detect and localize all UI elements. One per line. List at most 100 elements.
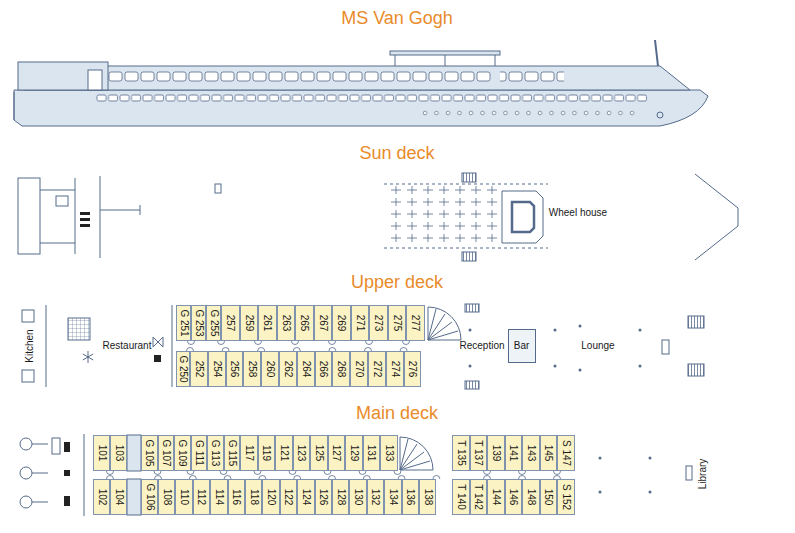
cabin: 270 [350,351,368,387]
cabin-number: 141 [508,445,518,462]
cabin-number: 104 [114,489,124,506]
door-arc [554,471,561,475]
cabin-number: 268 [336,361,346,378]
cabin: 118 [245,479,262,515]
cabin: S 147 [557,435,575,471]
cabin: 127 [328,435,346,471]
cabin: 110 [175,479,192,515]
door-arc [324,471,331,475]
cabin: 128 [332,479,349,515]
cabin: 268 [332,351,350,387]
cabin: 121 [275,435,293,471]
cabin-number: 122 [283,489,293,506]
cabin-number: 264 [301,361,311,378]
cabin-number: 269 [336,315,346,332]
cabin: G 109 [174,435,191,471]
room-label: Lounge [581,341,614,351]
cabin-number: 118 [249,489,259,505]
cabin-number: 143 [526,445,536,462]
room-label: Bar [514,341,530,351]
cabin: 150 [540,479,558,515]
cabin-number: 121 [279,445,289,462]
cabin: G 105 [141,435,158,471]
cabin-number: 116 [231,489,241,505]
cabin-number: 114 [214,489,224,505]
cabin: 275 [388,305,407,341]
cabin: 131 [363,435,381,471]
cabin-number: 128 [336,489,346,506]
cabin: 116 [228,479,245,515]
cabin-number: T 140 [456,484,466,509]
deck-title: Sun deck [359,144,434,162]
cabin: 103 [110,435,127,471]
cabin-number: 127 [331,445,341,462]
diagram-title: MS Van Gogh [341,9,453,27]
cabin: G 106 [141,479,158,515]
cabin: G 107 [158,435,175,471]
cabin: 267 [314,305,333,341]
cabin-number: 261 [262,315,272,332]
door-arc [289,471,296,475]
cabin-number: 125 [314,445,324,462]
cabin: 266 [315,351,333,387]
cabin-number: 117 [244,445,254,461]
cabin: 277 [406,305,425,341]
cabin-number: 274 [390,361,400,378]
door-arc [107,471,114,475]
cabin: G 253 [191,305,206,341]
door-arc [394,471,401,475]
cabin-number: 103 [114,445,124,462]
cabin-number: 260 [265,361,275,378]
cabin: 125 [310,435,328,471]
cabin-number: 132 [370,489,380,506]
cabin: 133 [380,435,398,471]
cabin-number: 257 [225,315,235,332]
cabin: 273 [369,305,388,341]
cabin-number: G 113 [210,440,220,467]
cabin-number: 150 [543,489,553,506]
cabin-number: 146 [508,489,518,506]
cabin-number: 265 [299,315,309,332]
cabin-number: T 137 [473,440,483,465]
cabin-number: T 135 [456,440,466,465]
cabin-number: 259 [244,315,254,332]
cabin-number: 108 [162,489,172,506]
cabin: S 152 [557,479,575,515]
cabin: 112 [193,479,210,515]
cabin: 101 [93,435,110,471]
room-label: Reception [459,341,504,351]
cabin: 259 [240,305,259,341]
cabin-number: 256 [229,361,239,378]
room-label: Restaurant [103,341,152,351]
cabin: 136 [402,479,419,515]
deck-plan: Upper deckKitchenRestaurantReceptionLoun… [12,303,777,389]
cabin-number: 254 [212,361,222,378]
cabin: T 135 [452,435,470,471]
cabin-number: G 106 [145,483,155,510]
cabin: 272 [368,351,386,387]
room-label: Library [698,459,708,490]
cabin: 117 [240,435,258,471]
cabin: T 142 [470,479,488,515]
cabin: G 250 [176,351,190,387]
cabin: 148 [522,479,540,515]
cabin: T 140 [452,479,470,515]
cabin: 139 [487,435,505,471]
door-arc [403,341,410,345]
cabin: 114 [210,479,227,515]
cabin: 141 [505,435,523,471]
cabin: 123 [293,435,311,471]
cabin: 132 [367,479,384,515]
cabin-number: 131 [366,445,376,462]
cabin-number: 262 [283,361,293,378]
cabin: 144 [487,479,505,515]
cabin-number: 271 [355,315,365,332]
cabin: 122 [280,479,297,515]
cabin-number: 119 [261,445,271,461]
cabin: G 111 [191,435,208,471]
cabin: 252 [190,351,208,387]
cabin: 262 [279,351,297,387]
cabin-number: 252 [194,361,204,378]
cabin: 257 [221,305,240,341]
door-arc [254,471,261,475]
